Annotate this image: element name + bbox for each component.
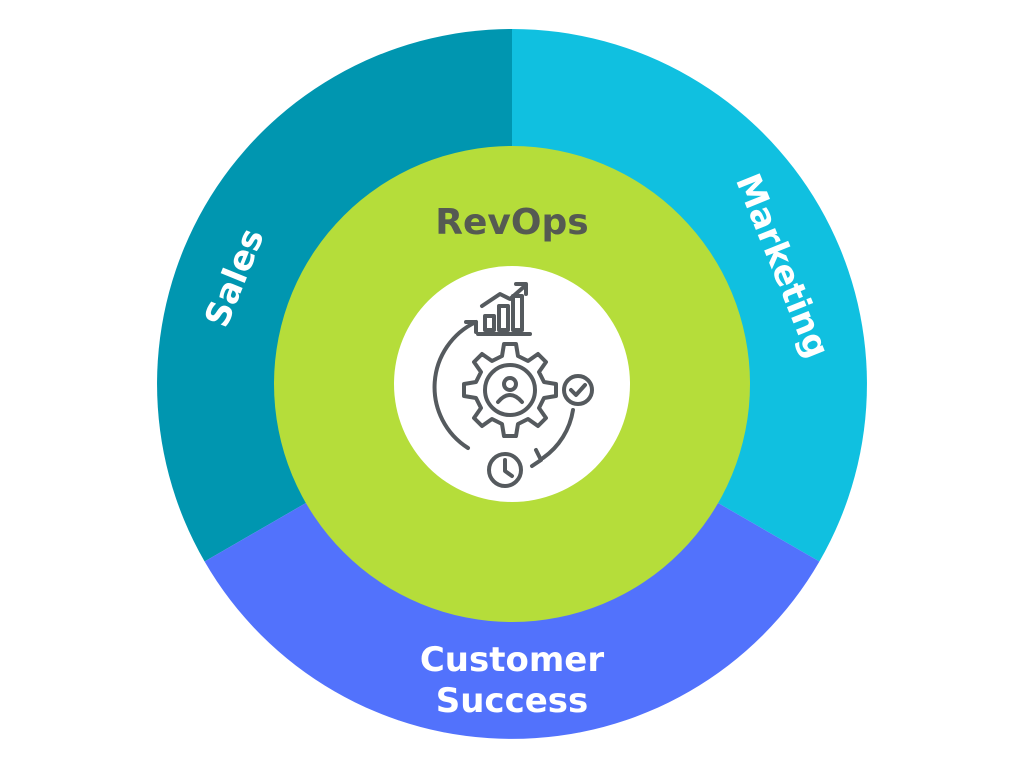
clock-icon	[487, 452, 523, 488]
center-circle	[394, 266, 630, 502]
customer-success-label-line1: Customer	[420, 640, 604, 680]
cycle-arrows-icon	[432, 320, 575, 468]
revops-cycle-gear-icon	[432, 282, 594, 488]
check-icon	[562, 374, 594, 406]
gear-icon	[462, 342, 558, 438]
user-icon	[496, 376, 524, 404]
customer-success-label-line2: Success	[436, 681, 589, 721]
bar-chart-icon	[476, 282, 532, 336]
center-title: RevOps	[435, 202, 588, 243]
